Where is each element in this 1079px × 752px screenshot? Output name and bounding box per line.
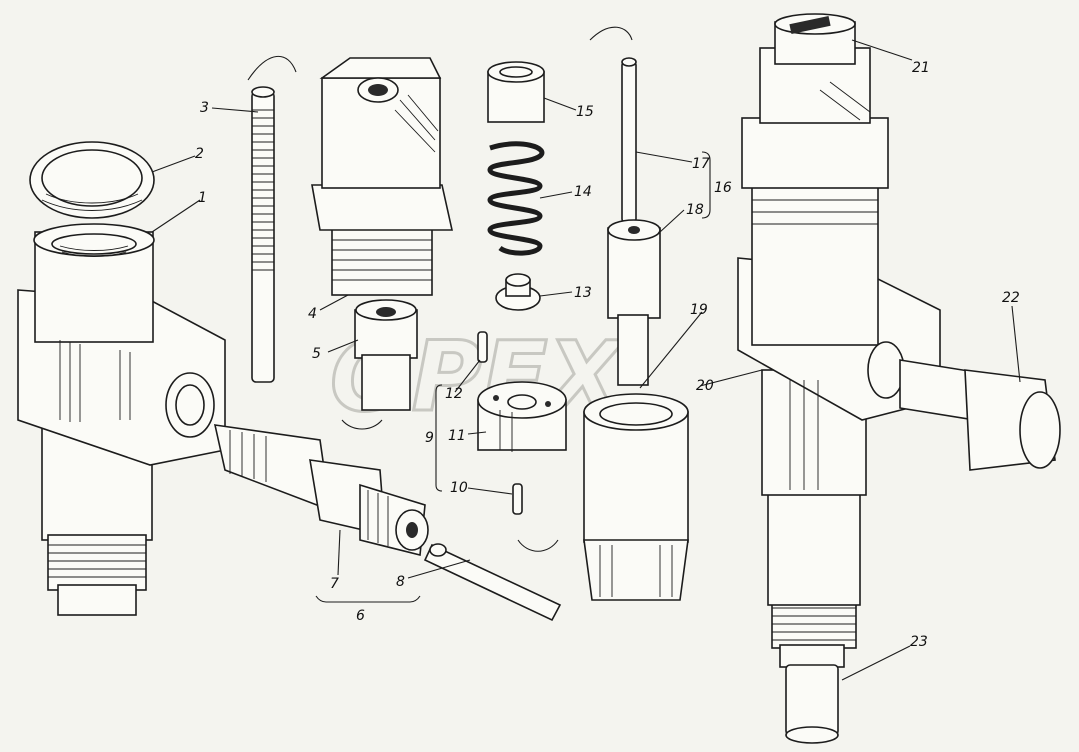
part-13-spring-seat: [495, 273, 541, 311]
callout-7: 7: [330, 576, 339, 592]
part-18-nozzle-body: [607, 219, 661, 386]
part-6-fitting-assembly: [213, 424, 429, 557]
callout-15: 15: [576, 104, 594, 120]
part-5-small-nut: [341, 299, 418, 430]
callout-6: 6: [356, 608, 365, 624]
part-12-pin: [477, 331, 488, 363]
part-4-nut-body: [311, 57, 453, 296]
callout-4: 4: [308, 306, 317, 322]
callout-10: 10: [450, 480, 468, 496]
callout-14: 14: [574, 184, 592, 200]
part-22-side-cap: [899, 359, 1061, 471]
part-2-gasket-ring: [29, 141, 155, 219]
part-1-injector-body: [17, 223, 226, 616]
rotation-arrow-icon-2: [341, 419, 383, 430]
callout-13: 13: [574, 285, 592, 301]
callout-12: 12: [445, 386, 463, 402]
callout-21: 21: [912, 60, 930, 76]
callout-19: 19: [690, 302, 708, 318]
callout-17: 17: [692, 156, 710, 172]
leader-lines: [151, 39, 1021, 681]
rotation-arrow-icon-4: [589, 26, 633, 41]
part-15-sleeve: [487, 61, 545, 123]
part-8-pin-rod: [423, 543, 562, 622]
callout-11: 11: [448, 428, 466, 444]
part-23-nozzle-tip-cap: [779, 644, 845, 744]
callout-23: 23: [910, 634, 928, 650]
part-14-spring: [487, 141, 545, 256]
callout-labels: 2 1 3 4 5 6 7 8 9 10 11 12 13 14 15 16 1…: [195, 60, 1020, 650]
callout-5: 5: [312, 346, 321, 362]
callout-3: 3: [200, 100, 209, 116]
callout-1: 1: [198, 190, 207, 206]
part-3-threaded-rod: [247, 55, 297, 383]
callout-8: 8: [396, 574, 405, 590]
callout-22: 22: [1002, 290, 1020, 306]
part-11-spacer-disc: [477, 381, 567, 552]
part-21-cap: [774, 13, 856, 65]
callout-9: 9: [425, 430, 434, 446]
part-19-cap-nut: [583, 393, 689, 601]
part-17-needle: [589, 26, 637, 223]
callout-16: 16: [714, 180, 732, 196]
rotation-arrow-icon: [247, 55, 297, 81]
callout-18: 18: [686, 202, 704, 218]
callout-20: 20: [696, 378, 714, 394]
part-10-pin: [512, 483, 523, 515]
callout-2: 2: [195, 146, 204, 162]
rotation-arrow-icon-3: [517, 539, 559, 552]
part-20-assembled-injector: [737, 47, 941, 649]
